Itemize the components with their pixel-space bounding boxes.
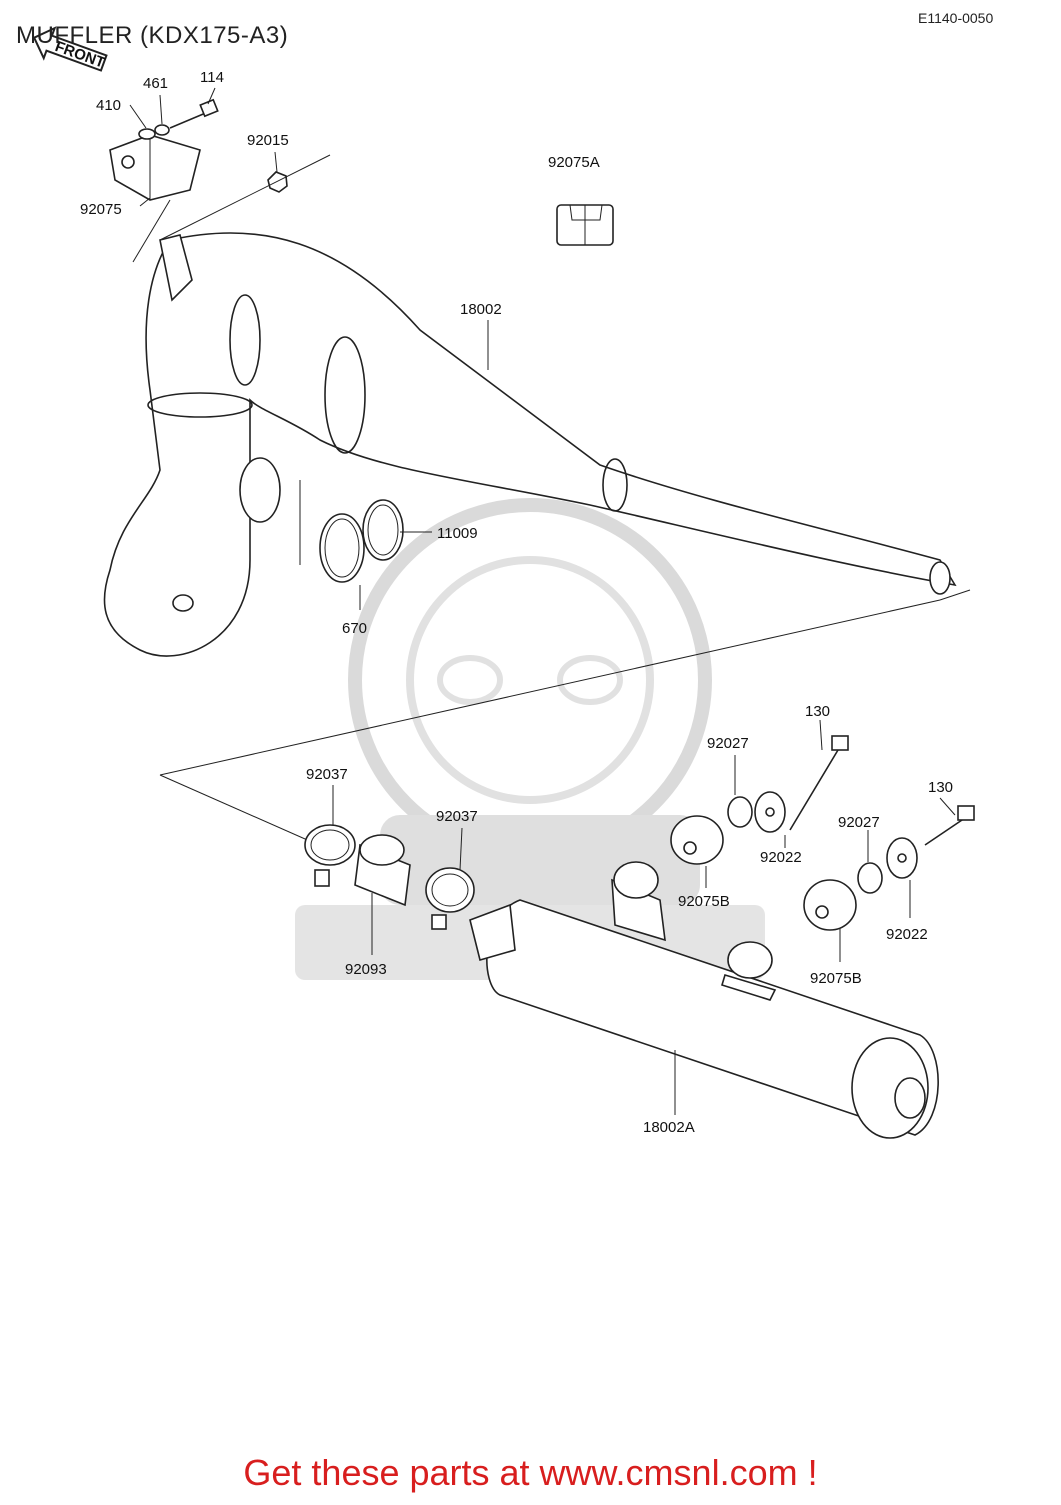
gasket-11009	[362, 499, 404, 561]
leader-line-2	[132, 199, 171, 263]
expansion-chamber-18002	[103, 232, 957, 657]
washer-410	[138, 128, 156, 140]
drawing-code: E1140-0050	[918, 10, 994, 26]
diagram-title: MUFFLER (KDX175-A3)	[16, 22, 289, 49]
leader-lines	[129, 87, 956, 1115]
clamp-92037-left	[304, 824, 356, 887]
label-92027-lower: 92027	[838, 814, 880, 831]
label-92093: 92093	[345, 961, 387, 978]
label-18002: 18002	[460, 301, 502, 318]
joint-92093	[354, 834, 411, 907]
assembly-line-3	[159, 774, 331, 851]
label-92075B-lower: 92075B	[810, 970, 862, 987]
label-11009: 11009	[437, 525, 478, 542]
washer-92022-b	[886, 837, 918, 879]
rubber-mount-92075B-b	[803, 879, 857, 931]
label-410: 410	[96, 97, 121, 114]
rubber-mount-92075B-a	[670, 815, 724, 865]
label-92027-upper: 92027	[707, 735, 749, 752]
label-18002A: 18002A	[643, 1119, 695, 1136]
assembly-line-2	[939, 589, 971, 601]
label-92037-left: 92037	[306, 766, 348, 783]
label-670: 670	[342, 620, 367, 637]
collar-92027-a	[727, 796, 753, 828]
bolt-130-b	[924, 805, 975, 846]
label-92037-right: 92037	[436, 808, 478, 825]
label-92022-lower: 92022	[886, 926, 928, 943]
rubber-damper-92075A	[556, 204, 614, 246]
assembly-line-1	[159, 599, 941, 776]
clamp-92037-right	[425, 867, 475, 930]
leader-line-1	[159, 154, 331, 241]
gasket-670	[319, 513, 365, 583]
label-461: 461	[143, 75, 168, 92]
nut-92015	[267, 171, 288, 193]
bolt-130-a	[789, 735, 849, 831]
silencer-18002A	[469, 861, 939, 1139]
label-92075: 92075	[80, 201, 122, 218]
label-92015: 92015	[247, 132, 289, 149]
bracket-92075	[109, 134, 201, 201]
footer-cta-link[interactable]: Get these parts at www.cmsnl.com !	[243, 1452, 818, 1493]
label-130-upper: 130	[805, 703, 830, 720]
collar-92027-b	[857, 862, 883, 894]
label-130-lower: 130	[928, 779, 953, 796]
bolt-114	[169, 98, 219, 129]
label-92022-upper: 92022	[760, 849, 802, 866]
washer-92022-a	[754, 791, 786, 833]
label-92075A: 92075A	[548, 154, 600, 171]
label-92075B-upper: 92075B	[678, 893, 730, 910]
label-114: 114	[200, 69, 224, 86]
nut-461	[154, 124, 170, 136]
part-labels: 114 461 410 92015 92075 92075A 18002 110…	[80, 69, 953, 1136]
